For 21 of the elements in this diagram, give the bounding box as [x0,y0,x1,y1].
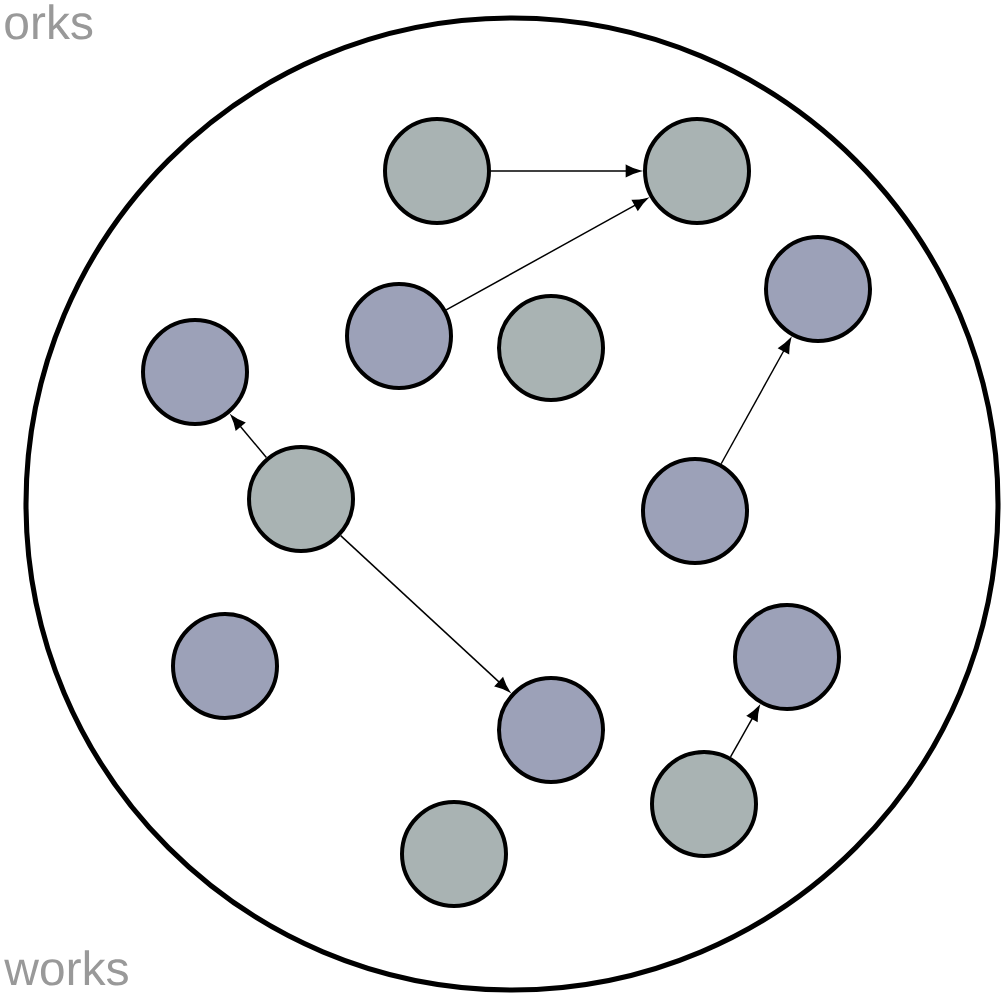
node-circle [171,612,279,720]
node-circle [764,235,872,343]
arrow [339,534,510,693]
node-circle [641,457,749,565]
node-circle [497,294,605,402]
node-circle [733,603,841,711]
label: orks [5,4,93,40]
arrow [445,197,648,311]
arrow [490,164,641,178]
node-circle [400,800,508,908]
arrow [230,415,268,459]
node-circle [345,282,453,390]
arrow [720,338,792,465]
arrow [729,705,760,758]
node-circle [650,750,758,858]
node-circle [247,445,355,553]
node-circle [141,318,249,426]
node-circle [497,676,605,784]
label: works [4,950,128,986]
node-circle [383,117,491,225]
node-circle [643,117,751,225]
